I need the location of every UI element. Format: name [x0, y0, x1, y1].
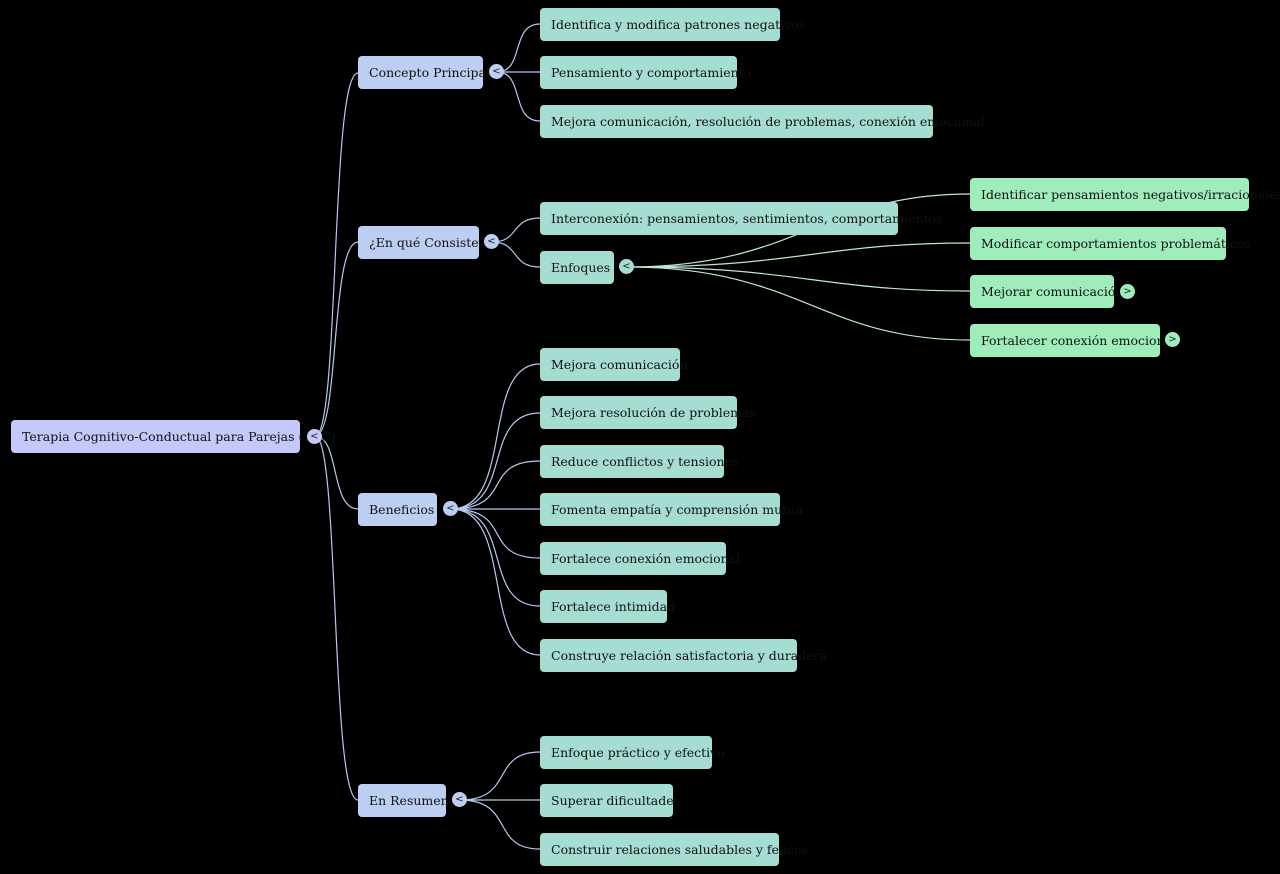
node-beneficio-conexion[interactable]: Fortalece conexión emocional — [540, 542, 740, 575]
edge-consiste-2 — [491, 241, 541, 268]
node-beneficio-resolucion[interactable]: Mejora resolución de problemas — [540, 396, 756, 429]
edge-beneficios-5 — [450, 508, 541, 559]
edge-resumen-3 — [459, 799, 541, 850]
collapse-toggle-en-resumen[interactable]: < — [452, 792, 467, 807]
node-resumen-enfoque[interactable]: Enfoque práctico y efectivo — [540, 736, 725, 769]
node-beneficio-conflictos[interactable]: Reduce conflictos y tensiones — [540, 445, 738, 478]
collapse-toggle-root[interactable]: < — [307, 429, 322, 444]
edge-beneficios-1 — [450, 363, 541, 510]
node-beneficio-empatia[interactable]: Fomenta empatía y comprensión mutua — [540, 493, 803, 526]
edge-concepto-3 — [496, 71, 541, 122]
node-resumen-construir[interactable]: Construir relaciones saludables y felice… — [540, 833, 808, 866]
edge-resumen-1 — [459, 751, 541, 801]
node-en-resumen[interactable]: En Resumen — [358, 784, 449, 817]
collapse-toggle-enfoques[interactable]: < — [619, 259, 634, 274]
edge-enfoques-2 — [626, 242, 971, 268]
node-interconexion[interactable]: Interconexión: pensamientos, sentimiento… — [540, 202, 942, 235]
node-identificar-pensamientos[interactable]: Identificar pensamientos negativos/irrac… — [970, 178, 1280, 211]
edges-consiste — [491, 217, 541, 268]
node-concepto-principal[interactable]: Concepto Principal — [358, 56, 490, 89]
collapse-toggle-concepto-principal[interactable]: < — [489, 64, 504, 79]
edges-resumen — [459, 751, 541, 850]
node-identifica-patrones[interactable]: Identifica y modifica patrones negativos — [540, 8, 805, 41]
node-pensamiento-comportamiento[interactable]: Pensamiento y comportamiento — [540, 56, 751, 89]
node-beneficio-intimidad[interactable]: Fortalece intimidad — [540, 590, 675, 623]
collapse-toggle-beneficios[interactable]: < — [443, 501, 458, 516]
node-beneficio-relacion[interactable]: Construye relación satisfactoria y durad… — [540, 639, 827, 672]
edge-beneficios-3 — [450, 460, 541, 510]
expand-toggle-fortalecer-conexion[interactable]: > — [1165, 332, 1180, 347]
node-root[interactable]: Terapia Cognitivo-Conductual para Pareja… — [11, 420, 336, 453]
node-mejorar-comunicacion[interactable]: Mejorar comunicación — [970, 275, 1123, 308]
node-fortalecer-conexion[interactable]: Fortalecer conexión emocional — [970, 324, 1176, 357]
edge-concepto-1 — [496, 23, 541, 73]
edge-beneficios-6 — [450, 508, 541, 607]
edge-root-beneficios — [314, 435, 359, 510]
expand-toggle-mejorar-comunicacion[interactable]: > — [1120, 284, 1135, 299]
node-en-que-consiste[interactable]: ¿En qué Consiste? — [358, 226, 485, 259]
edges-beneficios — [450, 363, 541, 656]
edge-consiste-1 — [491, 217, 541, 243]
node-enfoques[interactable]: Enfoques — [540, 251, 614, 284]
node-mejora-comunicacion-resolucion[interactable]: Mejora comunicación, resolución de probl… — [540, 105, 985, 138]
edge-root-concepto — [314, 72, 359, 437]
node-resumen-superar[interactable]: Superar dificultades — [540, 784, 680, 817]
node-beneficios[interactable]: Beneficios — [358, 493, 437, 526]
edge-beneficios-7 — [450, 508, 541, 656]
edge-enfoques-3 — [626, 266, 971, 292]
collapse-toggle-en-que-consiste[interactable]: < — [484, 234, 499, 249]
edge-root-resumen — [314, 435, 359, 801]
edge-enfoques-4 — [626, 266, 971, 341]
node-beneficio-comunicacion[interactable]: Mejora comunicación — [540, 348, 688, 381]
edge-root-consiste — [314, 241, 359, 437]
node-modificar-comportamientos[interactable]: Modificar comportamientos problemáticos — [970, 227, 1251, 260]
edge-beneficios-2 — [450, 412, 541, 510]
